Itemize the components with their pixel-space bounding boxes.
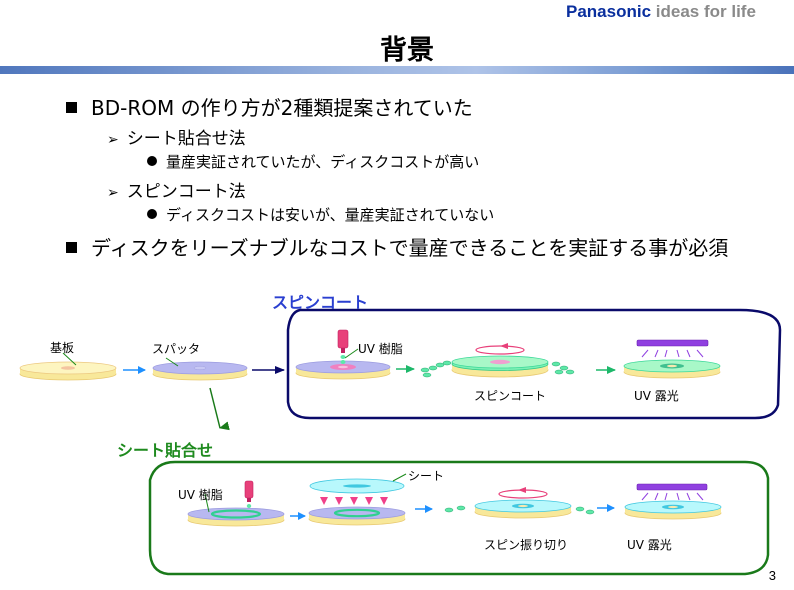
bullet-text: ディスクコストは安いが、量産実証されていない	[166, 206, 495, 224]
spin-off-disc	[474, 487, 572, 519]
sheet-bonding-box	[148, 460, 770, 576]
bullet-text: スピンコート法	[126, 182, 246, 202]
bullet-l3-spin-note: ディスクコストは安いが、量産実証されていない	[147, 204, 494, 225]
label-sputter: スパッタ	[152, 342, 201, 356]
uv-lamp-icon	[636, 339, 709, 347]
label-sheet-uv-exposure: UV 露光	[627, 538, 672, 552]
label-substrate: 基板	[50, 341, 75, 355]
brand-name: Panasonic	[566, 2, 652, 21]
spin-coat-disc	[451, 343, 549, 378]
sheet-bonding-section-title: シート貼合せ	[117, 441, 214, 460]
nozzle-icon	[244, 480, 254, 499]
bullet-text: ディスクをリーズナブルなコストで量産できることを実証する事が必須	[91, 236, 729, 260]
square-bullet-icon	[66, 242, 77, 253]
label-spin-coat: スピンコート	[474, 389, 547, 403]
substrate-disc	[19, 352, 117, 381]
resin-droplets-icon	[420, 360, 452, 378]
bullet-text: シート貼合せ法	[126, 129, 246, 149]
rotation-arrow-icon	[475, 345, 525, 355]
brand-logo: Panasonic ideas for life	[566, 2, 756, 22]
sheet-resin-disc	[187, 480, 285, 527]
bullet-l2-spin-method: ➢ スピンコート法	[107, 177, 246, 202]
resin-droplets-icon	[551, 361, 575, 375]
label-sheet-uv-resin: UV 樹脂	[178, 488, 223, 502]
sheet-bonding-disc	[308, 473, 407, 526]
bullet-l2-sheet-method: ➢ シート貼合せ法	[107, 124, 246, 149]
arrow-bullet-icon: ➢	[107, 185, 119, 201]
nozzle-icon	[337, 329, 349, 349]
bullet-text: 量産実証されていたが、ディスクコストが高い	[166, 153, 480, 171]
spin-coat-section-title: スピンコート	[272, 293, 369, 312]
bullet-l3-sheet-note: 量産実証されていたが、ディスクコストが高い	[147, 151, 479, 172]
spin-coat-box	[286, 308, 782, 420]
bullet-l1-bdrom: BD-ROM の作り方が2種類提案されていた	[66, 92, 473, 121]
sheet-uv-exposure-disc	[624, 483, 722, 520]
bullet-l1-requirement: ディスクをリーズナブルなコストで量産できることを実証する事が必須	[66, 232, 728, 261]
press-arrows-icon	[320, 497, 388, 505]
label-uv-exposure: UV 露光	[634, 389, 679, 403]
resin-droplets-icon	[444, 505, 595, 515]
label-sheet: シート	[408, 469, 445, 483]
uv-lamp-icon	[636, 483, 708, 491]
dot-bullet-icon	[147, 156, 157, 166]
uv-exposure-disc	[623, 339, 721, 379]
slide-title: 背景	[380, 35, 434, 66]
label-uv-resin: UV 樹脂	[358, 342, 403, 356]
resin-dispense-disc	[295, 329, 391, 380]
title-divider-bar	[0, 66, 794, 74]
page-number: 3	[768, 568, 776, 583]
square-bullet-icon	[66, 102, 77, 113]
sputter-disc	[152, 357, 248, 381]
brand-tagline: ideas for life	[655, 2, 756, 21]
bullet-text: BD-ROM の作り方が2種類提案されていた	[91, 96, 473, 120]
dot-bullet-icon	[147, 209, 157, 219]
label-spin-off: スピン振り切り	[484, 538, 569, 552]
flow-arrow-to-sheet	[209, 387, 230, 431]
arrow-bullet-icon: ➢	[107, 132, 119, 148]
